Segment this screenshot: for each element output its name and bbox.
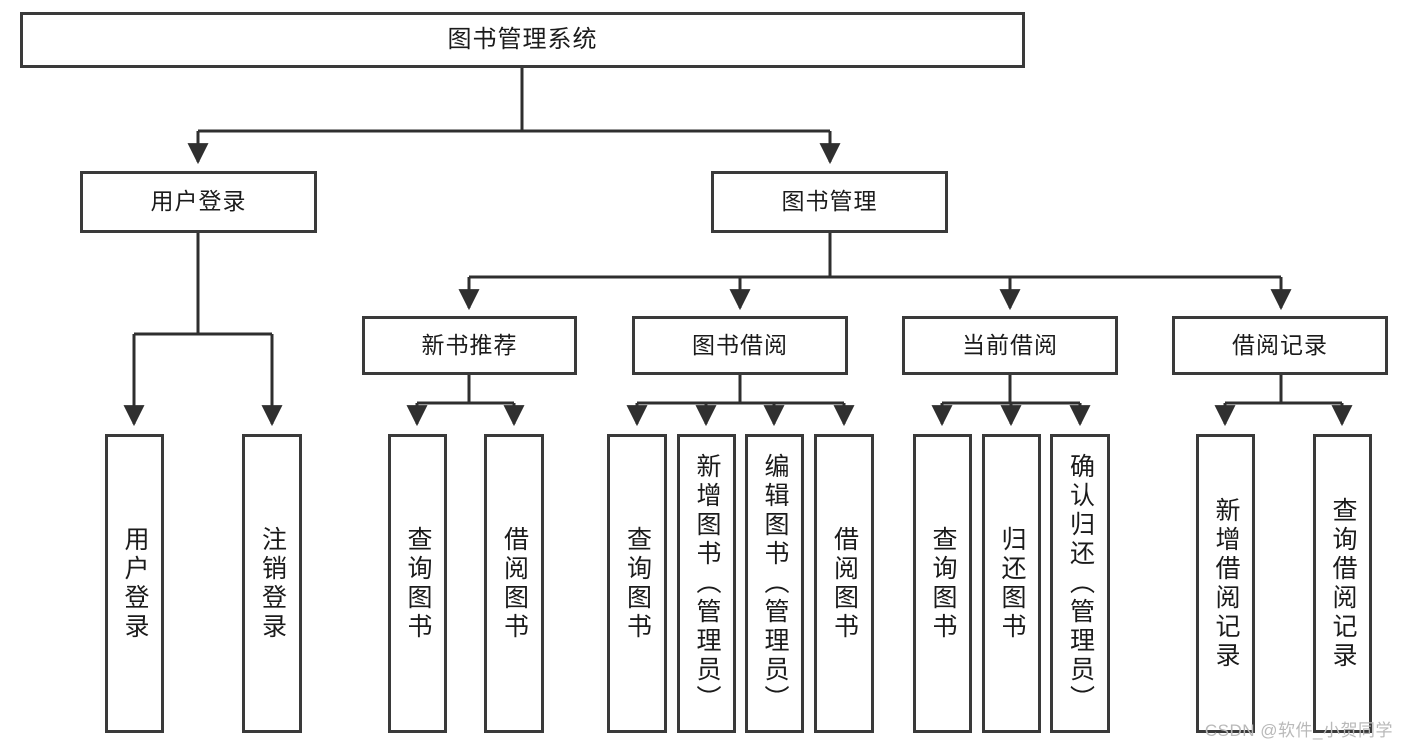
node-label: 查询图书 [929,525,957,642]
node-label: 查询图书 [404,525,432,642]
leaf-query-borrow-record[interactable]: 查询借阅记录 [1313,434,1372,733]
leaf-query-books-recommendation[interactable]: 查询图书 [388,434,447,733]
node-label: 新书推荐 [421,331,518,358]
node-label: 查询图书 [623,525,652,642]
leaf-logout[interactable]: 注销登录 [242,434,302,733]
node-label: 用户登录 [121,525,149,642]
node-label: 新增图书（管理员） [693,453,721,714]
node-label: 确认归还（管理员） [1066,453,1095,714]
node-label: 图书管理 [781,188,878,215]
node-label: 归还图书 [998,525,1026,642]
node-book-management[interactable]: 图书管理 [711,171,948,233]
node-user-login[interactable]: 用户登录 [80,171,317,233]
node-label: 图书借阅 [692,331,788,358]
leaf-add-book-admin[interactable]: 新增图书（管理员） [677,434,736,733]
node-new-book-recommendation[interactable]: 新书推荐 [362,316,577,375]
node-label: 借阅记录 [1232,331,1328,358]
leaf-confirm-return-admin[interactable]: 确认归还（管理员） [1050,434,1110,733]
node-label: 查询借阅记录 [1329,496,1357,671]
watermark: CSDN @软件_小贺同学 [1204,721,1393,740]
node-label: 当前借阅 [962,331,1058,358]
leaf-borrow-books-recommendation[interactable]: 借阅图书 [484,434,544,733]
node-borrow-records[interactable]: 借阅记录 [1172,316,1388,375]
node-label: 用户登录 [150,188,247,215]
leaf-return-books[interactable]: 归还图书 [982,434,1041,733]
node-root-library-system[interactable]: 图书管理系统 [20,12,1025,68]
leaf-borrow-books-borrowing[interactable]: 借阅图书 [814,434,874,733]
node-label: 借阅图书 [500,525,529,642]
node-label: 编辑图书（管理员） [761,453,789,714]
node-label: 图书管理系统 [447,25,598,53]
node-label: 注销登录 [258,525,287,642]
leaf-query-books-current[interactable]: 查询图书 [913,434,972,733]
node-label: 新增借阅记录 [1212,496,1240,671]
node-book-borrowing[interactable]: 图书借阅 [632,316,848,375]
node-current-borrowing[interactable]: 当前借阅 [902,316,1118,375]
leaf-user-login[interactable]: 用户登录 [105,434,164,733]
leaf-edit-book-admin[interactable]: 编辑图书（管理员） [745,434,804,733]
leaf-add-borrow-record[interactable]: 新增借阅记录 [1196,434,1255,733]
node-label: 借阅图书 [830,525,859,642]
leaf-query-books-borrowing[interactable]: 查询图书 [607,434,667,733]
